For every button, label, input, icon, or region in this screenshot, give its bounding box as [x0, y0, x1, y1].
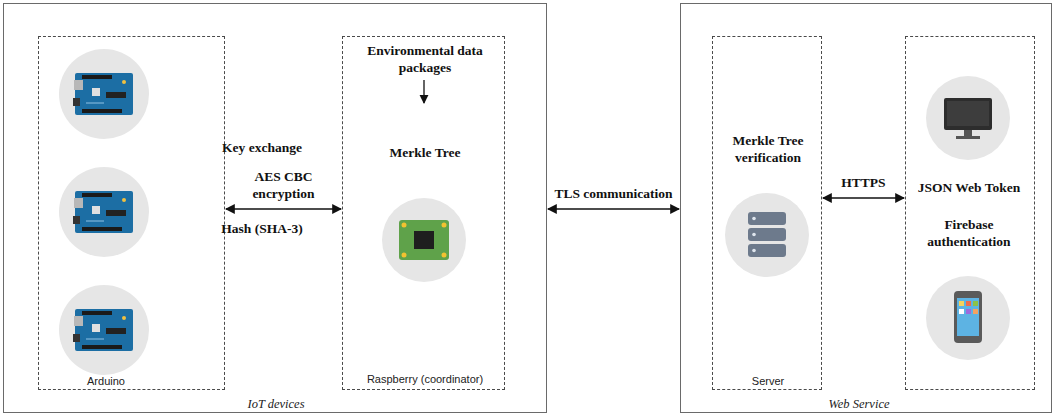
panel: Web Service Merkle Tree verificationServe… [680, 3, 1052, 413]
connector-arrow [548, 208, 679, 209]
panel-caption: IoT devices [247, 397, 304, 413]
connector-label: HTTPS [841, 175, 885, 192]
coordinator-box: Environmental data packagesMerkle TreeRa… [342, 36, 505, 390]
node-text: Firebase authentication [919, 217, 1019, 251]
node-text: Merkle Tree verification [718, 133, 818, 167]
data-flow-arrow [424, 80, 425, 103]
panel: IoT devices Arduino Environmental data pac… [3, 3, 547, 413]
raspberry-icon [382, 198, 466, 282]
phone-icon [926, 276, 1010, 360]
monitor-icon [926, 76, 1010, 160]
link-note: Hash (SHA-3) [221, 221, 302, 238]
client-box: JSON Web TokenFirebase authentication [905, 36, 1035, 390]
node-text: Merkle Tree [390, 145, 461, 162]
connector-arrow [823, 197, 904, 198]
server-icon [725, 193, 809, 277]
connector-label: TLS communication [554, 186, 672, 203]
device-group: Arduino [38, 36, 225, 390]
connector-arrow [226, 208, 341, 209]
connector-label: AES CBC encryption [230, 169, 337, 203]
group-label: Raspberry (coordinator) [367, 373, 483, 387]
link-note: Key exchange [222, 140, 302, 157]
node-text: JSON Web Token [918, 180, 1021, 197]
panel-caption: Web Service [829, 397, 890, 413]
server-box: Merkle Tree verificationServer [712, 36, 822, 390]
group-label: Server [752, 375, 784, 389]
node-text: Environmental data packages [350, 43, 500, 77]
group-label: Arduino [87, 375, 125, 389]
arduino-icons [59, 49, 149, 375]
